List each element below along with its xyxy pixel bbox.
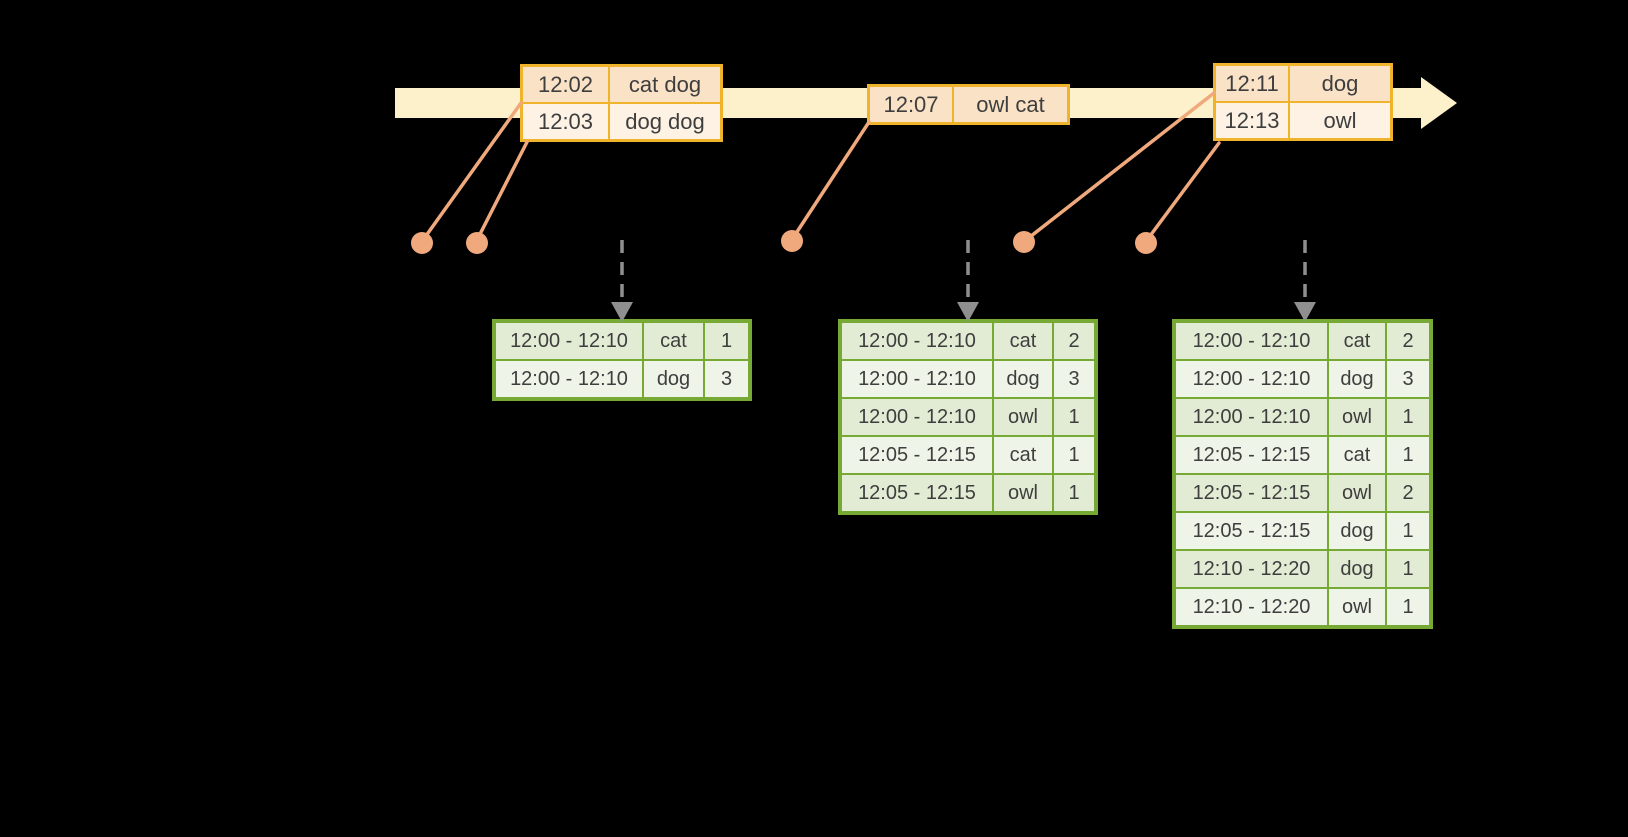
result-row: 12:10 - 12:20 owl 1 xyxy=(1176,589,1429,625)
result-row: 12:00 - 12:10 owl 1 xyxy=(842,399,1094,435)
result-count-cell: 2 xyxy=(1387,323,1429,359)
result-row: 12:00 - 12:10 cat 2 xyxy=(1176,323,1429,359)
result-count-cell: 3 xyxy=(1054,361,1094,397)
event-words-cell: owl xyxy=(1290,103,1390,138)
event-words-cell: dog dog xyxy=(610,104,720,139)
result-window-cell: 12:10 - 12:20 xyxy=(1176,589,1327,625)
result-window-cell: 12:00 - 12:10 xyxy=(496,323,642,359)
result-count-cell: 1 xyxy=(1054,475,1094,511)
event-connector-line xyxy=(475,140,529,242)
event-table: 12:02 cat dog 12:03 dog dog xyxy=(520,64,723,142)
result-word-cell: owl xyxy=(994,399,1052,435)
result-word-cell: dog xyxy=(644,361,703,397)
event-row: 12:07 owl cat xyxy=(870,87,1067,122)
result-row: 12:00 - 12:10 dog 3 xyxy=(842,361,1094,397)
result-window-cell: 12:10 - 12:20 xyxy=(1176,551,1327,587)
result-word-cell: owl xyxy=(1329,399,1385,435)
event-table: 12:11 dog 12:13 owl xyxy=(1213,63,1393,141)
event-marker-dot-icon xyxy=(1013,231,1035,253)
result-count-cell: 1 xyxy=(705,323,748,359)
result-count-cell: 1 xyxy=(1054,399,1094,435)
result-row: 12:00 - 12:10 dog 3 xyxy=(1176,361,1429,397)
result-table: 12:00 - 12:10 cat 1 12:00 - 12:10 dog 3 xyxy=(492,319,752,401)
event-marker-dot-icon xyxy=(781,230,803,252)
event-marker-dot-icon xyxy=(466,232,488,254)
result-window-cell: 12:05 - 12:15 xyxy=(1176,513,1327,549)
event-row: 12:11 dog xyxy=(1216,66,1390,101)
result-count-cell: 1 xyxy=(1387,399,1429,435)
result-row: 12:05 - 12:15 cat 1 xyxy=(842,437,1094,473)
event-connector-line xyxy=(421,101,523,242)
result-window-cell: 12:00 - 12:10 xyxy=(1176,361,1327,397)
result-window-cell: 12:00 - 12:10 xyxy=(842,361,992,397)
event-words-cell: cat dog xyxy=(610,67,720,102)
result-count-cell: 3 xyxy=(705,361,748,397)
result-window-cell: 12:05 - 12:15 xyxy=(842,437,992,473)
event-time-cell: 12:02 xyxy=(523,67,608,102)
result-count-cell: 1 xyxy=(1387,513,1429,549)
result-window-cell: 12:00 - 12:10 xyxy=(842,323,992,359)
event-row: 12:03 dog dog xyxy=(523,104,720,139)
result-row: 12:05 - 12:15 owl 2 xyxy=(1176,475,1429,511)
result-row: 12:00 - 12:10 owl 1 xyxy=(1176,399,1429,435)
event-marker-dot-icon xyxy=(411,232,433,254)
result-word-cell: cat xyxy=(1329,323,1385,359)
event-marker-dot-icon xyxy=(1135,232,1157,254)
result-window-cell: 12:00 - 12:10 xyxy=(496,361,642,397)
result-count-cell: 3 xyxy=(1387,361,1429,397)
result-word-cell: dog xyxy=(1329,361,1385,397)
result-count-cell: 2 xyxy=(1387,475,1429,511)
event-time-cell: 12:03 xyxy=(523,104,608,139)
result-count-cell: 1 xyxy=(1387,551,1429,587)
result-row: 12:00 - 12:10 dog 3 xyxy=(496,361,748,397)
result-word-cell: dog xyxy=(1329,513,1385,549)
event-time-cell: 12:07 xyxy=(870,87,952,122)
result-word-cell: owl xyxy=(1329,475,1385,511)
event-time-cell: 12:11 xyxy=(1216,66,1288,101)
result-word-cell: dog xyxy=(1329,551,1385,587)
result-count-cell: 1 xyxy=(1054,437,1094,473)
result-window-cell: 12:00 - 12:10 xyxy=(1176,323,1327,359)
result-count-cell: 2 xyxy=(1054,323,1094,359)
event-words-cell: owl cat xyxy=(954,87,1067,122)
result-window-cell: 12:05 - 12:15 xyxy=(1176,437,1327,473)
result-word-cell: cat xyxy=(994,437,1052,473)
result-word-cell: owl xyxy=(1329,589,1385,625)
result-window-cell: 12:05 - 12:15 xyxy=(842,475,992,511)
result-row: 12:05 - 12:15 dog 1 xyxy=(1176,513,1429,549)
result-count-cell: 1 xyxy=(1387,437,1429,473)
result-word-cell: owl xyxy=(994,475,1052,511)
result-table: 12:00 - 12:10 cat 2 12:00 - 12:10 dog 3 … xyxy=(838,319,1098,515)
result-window-cell: 12:00 - 12:10 xyxy=(842,399,992,435)
result-row: 12:05 - 12:15 owl 1 xyxy=(842,475,1094,511)
result-row: 12:10 - 12:20 dog 1 xyxy=(1176,551,1429,587)
event-table: 12:07 owl cat xyxy=(867,84,1070,125)
event-row: 12:13 owl xyxy=(1216,103,1390,138)
result-row: 12:00 - 12:10 cat 2 xyxy=(842,323,1094,359)
event-row: 12:02 cat dog xyxy=(523,67,720,102)
result-word-cell: cat xyxy=(644,323,703,359)
result-window-cell: 12:05 - 12:15 xyxy=(1176,475,1327,511)
result-row: 12:00 - 12:10 cat 1 xyxy=(496,323,748,359)
event-time-cell: 12:13 xyxy=(1216,103,1288,138)
event-connector-line xyxy=(1145,141,1221,242)
event-connector-line xyxy=(791,120,871,240)
result-word-cell: cat xyxy=(1329,437,1385,473)
result-table: 12:00 - 12:10 cat 2 12:00 - 12:10 dog 3 … xyxy=(1172,319,1433,629)
result-word-cell: dog xyxy=(994,361,1052,397)
result-window-cell: 12:00 - 12:10 xyxy=(1176,399,1327,435)
result-row: 12:05 - 12:15 cat 1 xyxy=(1176,437,1429,473)
timeline-arrowhead-icon xyxy=(1421,77,1457,129)
result-count-cell: 1 xyxy=(1387,589,1429,625)
result-word-cell: cat xyxy=(994,323,1052,359)
event-words-cell: dog xyxy=(1290,66,1390,101)
